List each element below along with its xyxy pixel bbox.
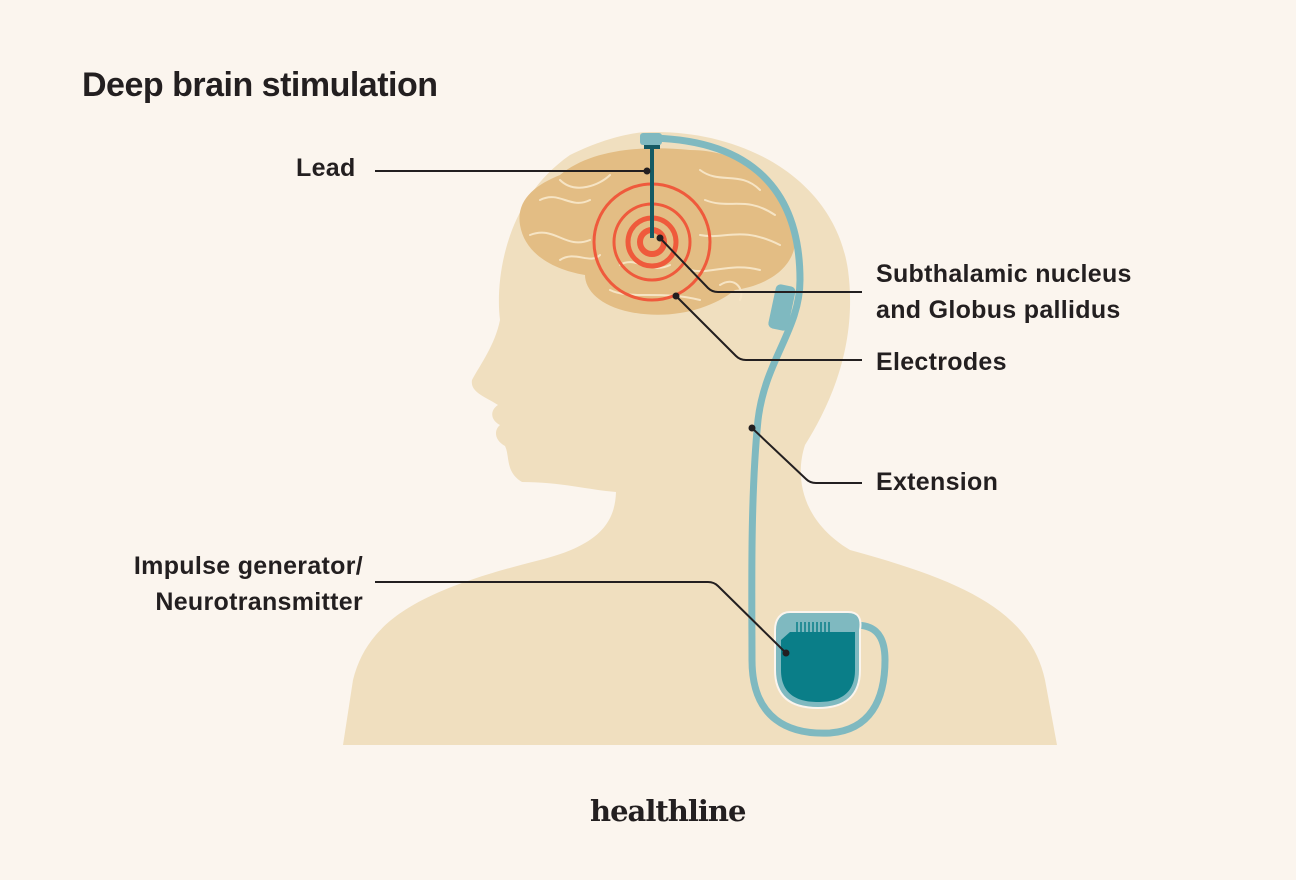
leader-electrodes [675,295,862,361]
label-lead: Lead [296,154,356,182]
label-generator-line1: Impulse generator/ [133,552,363,580]
label-extension: Extension [876,468,999,496]
cable-connector [768,284,796,331]
impulse-generator-device [774,611,862,710]
extension-cable [641,134,889,737]
head-silhouette [343,131,1057,746]
label-generator-line2: Neurotransmitter [155,588,363,616]
healthline-logo: healthline [590,794,746,828]
leader-dots [643,167,790,657]
label-electrodes: Electrodes [876,348,1007,376]
leader-generator [375,581,787,654]
leader-nucleus [659,237,862,293]
label-nucleus-line1: Subthalamic nucleus [876,260,1132,288]
page-title: Deep brain stimulation [82,66,438,104]
cable-connector-top [640,133,662,145]
leader-lines [375,170,862,654]
leader-extension [751,427,862,484]
lead-wire [644,145,660,238]
label-nucleus-line2: and Globus pallidus [876,296,1121,324]
